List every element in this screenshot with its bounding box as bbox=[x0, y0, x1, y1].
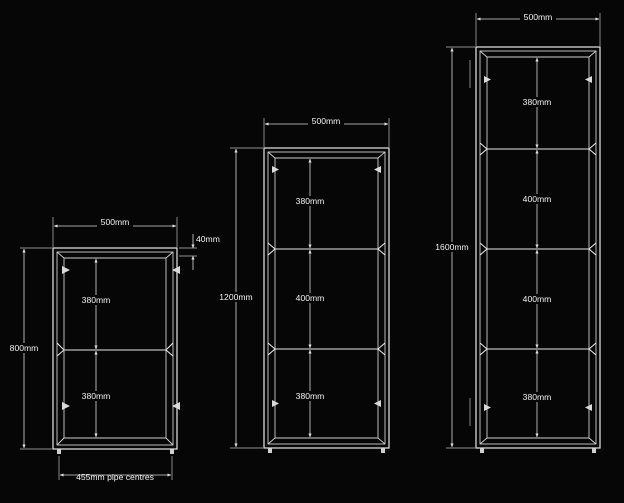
rack-800-valve-tr bbox=[172, 266, 180, 274]
rack-800-frame bbox=[52, 247, 178, 450]
rack-800: 500mm 40mm 800mm 380mm 380mm 455mm pipe … bbox=[7, 217, 220, 482]
rack-1200-valve-br bbox=[374, 400, 381, 407]
rack-1600-frame bbox=[475, 46, 601, 449]
rack-1200-valve-bl bbox=[272, 400, 279, 407]
rack-1200: 500mm 1200mm 380mm 400mm 380mm bbox=[216, 116, 390, 453]
rack-1600-bay-1-label: 380mm bbox=[523, 97, 552, 107]
rack-1600-bay-2-label: 400mm bbox=[523, 194, 552, 204]
rack-800-pipe-label: 455mm pipe centres bbox=[76, 472, 154, 482]
rack-1200-bay-3-label: 380mm bbox=[296, 391, 325, 401]
rack-1200-foot-left bbox=[268, 448, 272, 453]
rack-1200-frame bbox=[263, 147, 390, 449]
rack-1600-shelf-2 bbox=[479, 242, 597, 256]
rack-800-frame-inner bbox=[56, 251, 174, 446]
rack-1600-bay-4-label: 380mm bbox=[523, 392, 552, 402]
rack-1200-height-label: 1200mm bbox=[219, 292, 252, 302]
rack-800-bay-1-label: 380mm bbox=[82, 295, 111, 305]
rack-1600-valve-tl bbox=[484, 76, 491, 83]
rack-1200-foot-right bbox=[381, 448, 385, 453]
rack-1600-shelf-1 bbox=[479, 142, 597, 156]
rack-1200-valve-tr bbox=[374, 166, 381, 173]
rack-1600-bay-3-label: 400mm bbox=[523, 294, 552, 304]
rack-1200-bay-1-label: 380mm bbox=[296, 196, 325, 206]
rack-1600-foot-left bbox=[480, 448, 484, 453]
rack-1600-valve-br bbox=[585, 404, 592, 411]
rack-800-valve-br bbox=[172, 402, 180, 410]
rack-1600-height-label: 1600mm bbox=[435, 242, 468, 252]
rack-800-tube-label: 40mm bbox=[196, 234, 220, 244]
rack-1600-valve-bl bbox=[484, 404, 491, 411]
rack-1200-valve-tl bbox=[272, 166, 279, 173]
rack-1600: 500mm 1600mm 380mm 400mm 400mm 380mm bbox=[432, 12, 601, 453]
rack-800-width-label: 500mm bbox=[101, 217, 130, 227]
rack-800-foot-left bbox=[57, 449, 61, 454]
rack-800-bay-2-label: 380mm bbox=[82, 391, 111, 401]
rack-1600-width-label: 500mm bbox=[524, 12, 553, 22]
rack-800-valve-tl bbox=[62, 266, 70, 274]
rack-1600-frame-inner bbox=[479, 50, 597, 445]
rack-1600-valve-tr bbox=[585, 76, 592, 83]
rack-1200-shelf-2 bbox=[267, 342, 386, 356]
rack-1600-foot-right bbox=[592, 448, 596, 453]
rack-1600-shelf-3 bbox=[479, 342, 597, 356]
rack-1200-frame-inner bbox=[267, 151, 386, 445]
rack-800-top-bevel bbox=[56, 251, 174, 259]
rack-800-valve-bl bbox=[62, 402, 70, 410]
rack-1200-shelf-1 bbox=[267, 242, 386, 256]
rack-1200-width-label: 500mm bbox=[312, 116, 341, 126]
rack-800-height-label: 800mm bbox=[10, 343, 39, 353]
rack-800-foot-right bbox=[170, 449, 174, 454]
rack-1200-bay-2-label: 400mm bbox=[296, 293, 325, 303]
rack-800-shelf bbox=[56, 342, 174, 357]
rack-800-bottom-bevel bbox=[56, 437, 174, 446]
